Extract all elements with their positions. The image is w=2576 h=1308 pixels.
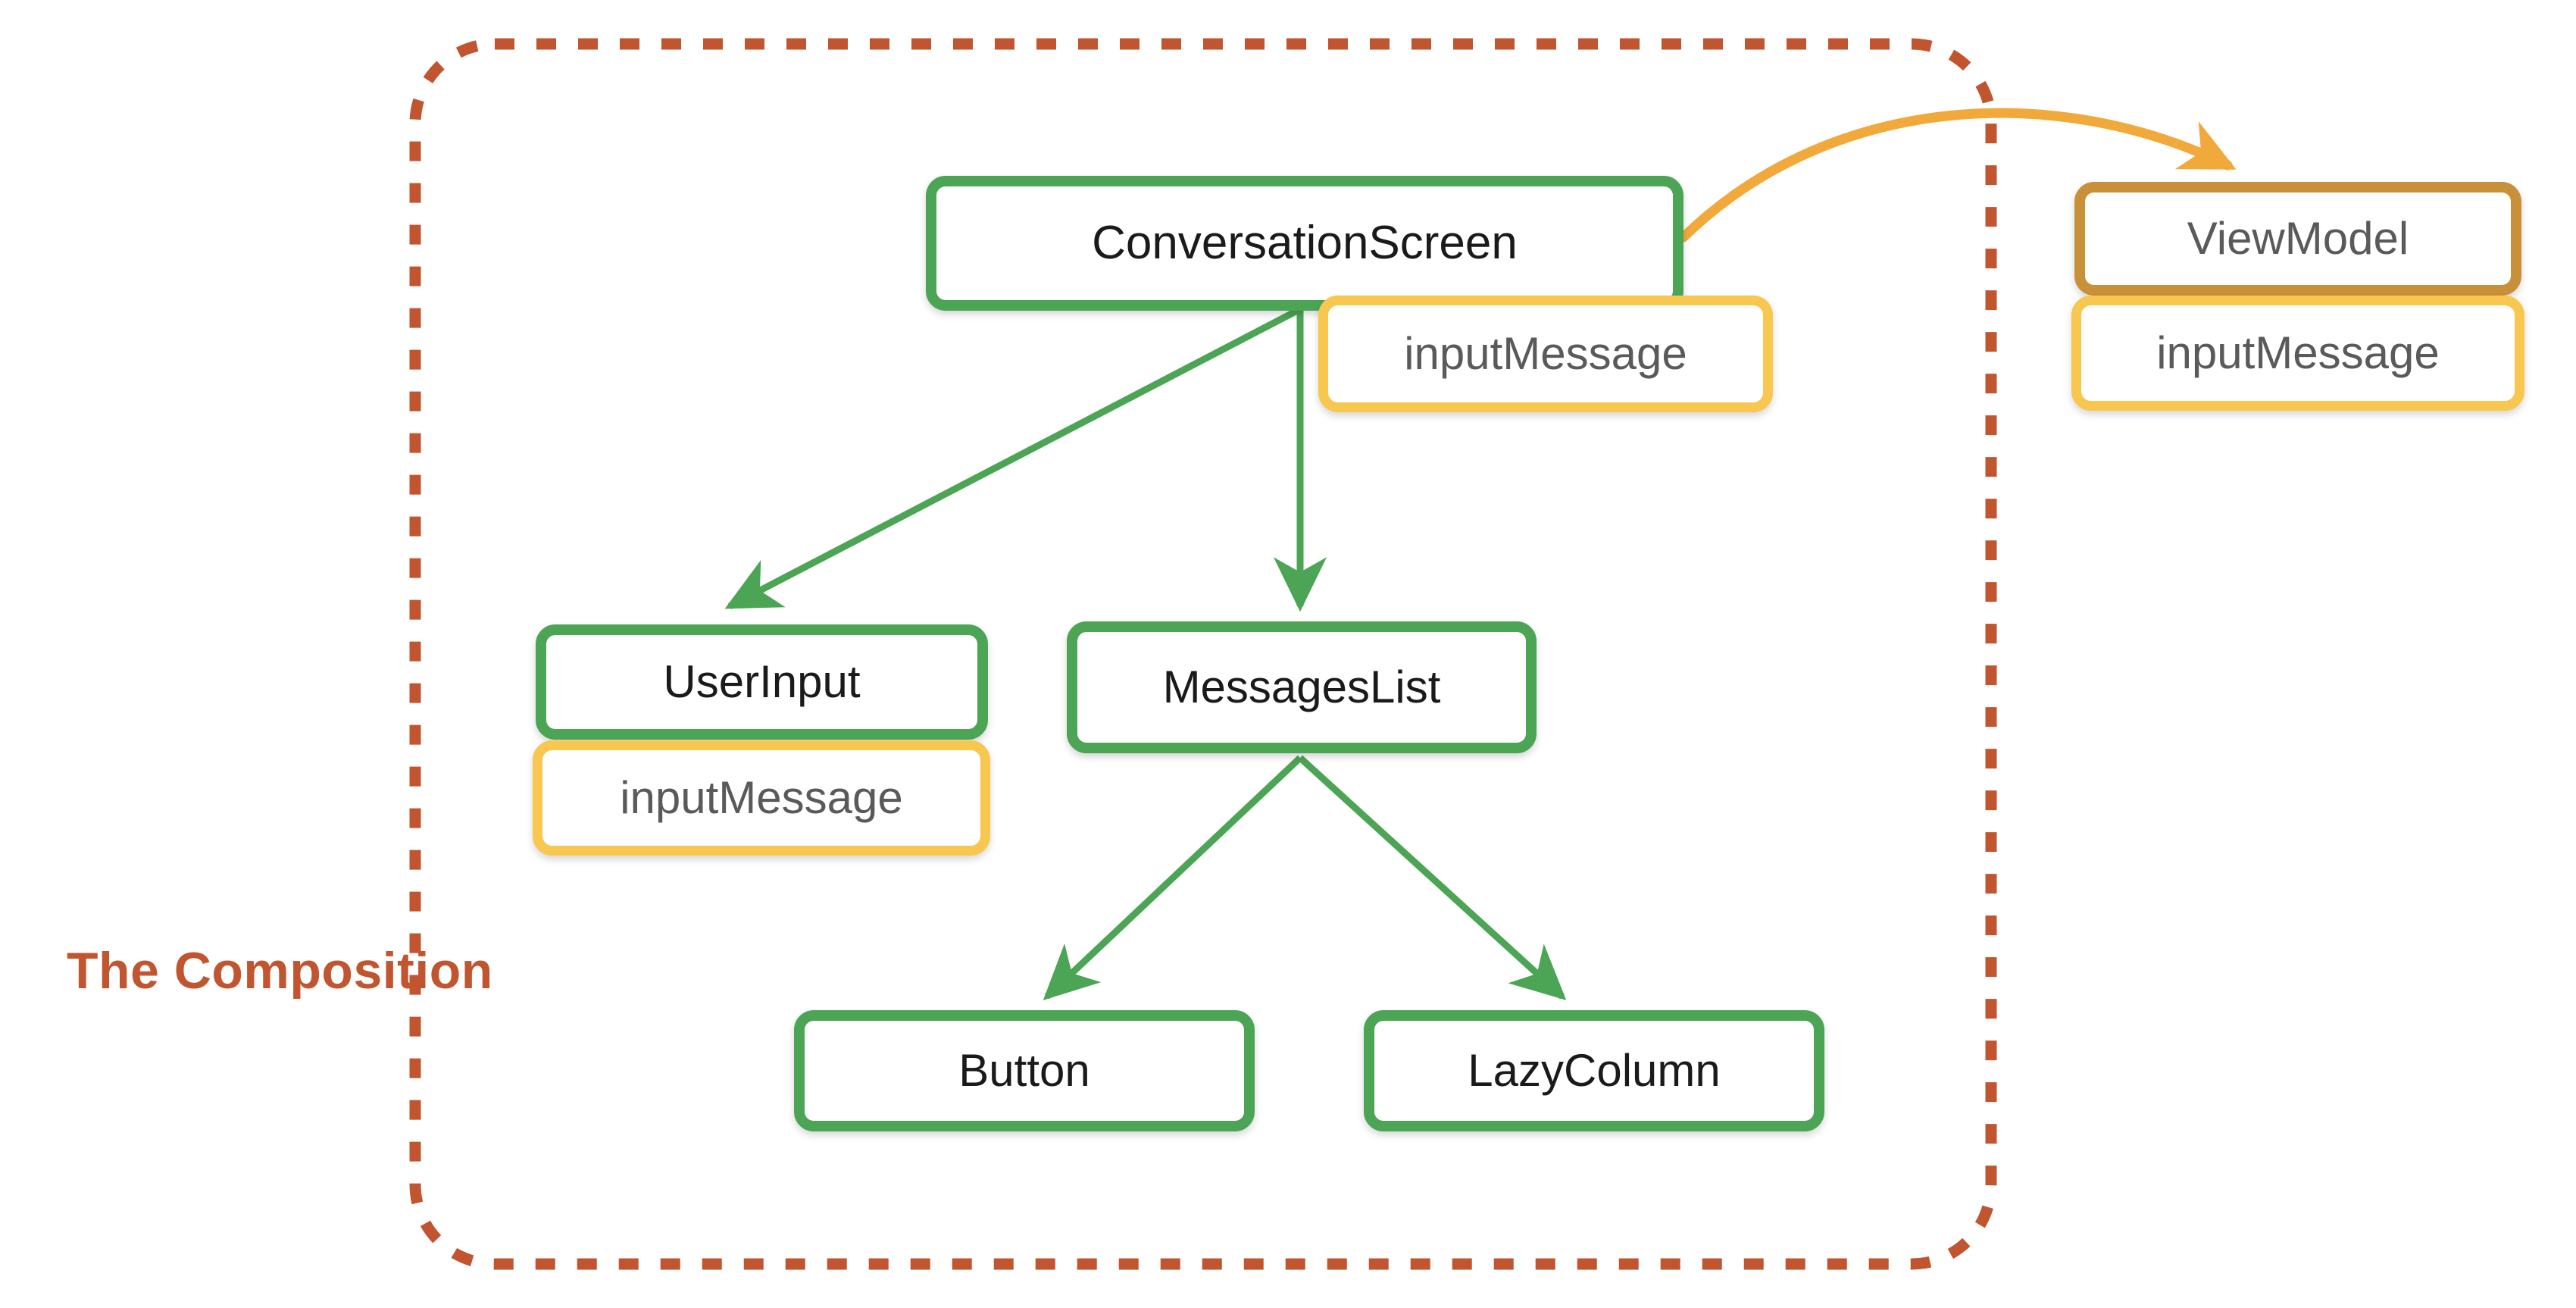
node-conversation-screen-state[interactable]: inputMessage xyxy=(1318,296,1773,412)
node-user-input-label: UserInput xyxy=(663,656,861,707)
node-lazy-column-label: LazyColumn xyxy=(1468,1045,1721,1096)
composition-label: The Composition xyxy=(67,942,493,1000)
node-user-input-state-label: inputMessage xyxy=(620,772,903,823)
node-button[interactable]: Button xyxy=(794,1010,1255,1131)
node-conversation-screen-label: ConversationScreen xyxy=(1092,217,1518,269)
edge-messageslist-to-lazycolumn xyxy=(1297,755,1567,1000)
node-user-input[interactable]: UserInput xyxy=(536,624,988,740)
node-messages-list-label: MessagesList xyxy=(1162,662,1441,712)
node-view-model-state[interactable]: inputMessage xyxy=(2071,296,2524,411)
node-button-label: Button xyxy=(958,1045,1090,1096)
edge-conversationscreen-to-userinput xyxy=(724,306,1302,609)
node-conversation-screen[interactable]: ConversationScreen xyxy=(926,176,1683,311)
node-user-input-state[interactable]: inputMessage xyxy=(533,740,990,856)
node-view-model[interactable]: ViewModel xyxy=(2074,182,2521,296)
node-view-model-state-label: inputMessage xyxy=(2156,327,2440,378)
node-lazy-column[interactable]: LazyColumn xyxy=(1364,1010,1824,1131)
edge-messageslist-to-button xyxy=(1043,755,1303,1000)
node-view-model-label: ViewModel xyxy=(2187,213,2409,264)
node-conversation-screen-state-label: inputMessage xyxy=(1404,328,1687,379)
node-messages-list[interactable]: MessagesList xyxy=(1067,621,1537,753)
